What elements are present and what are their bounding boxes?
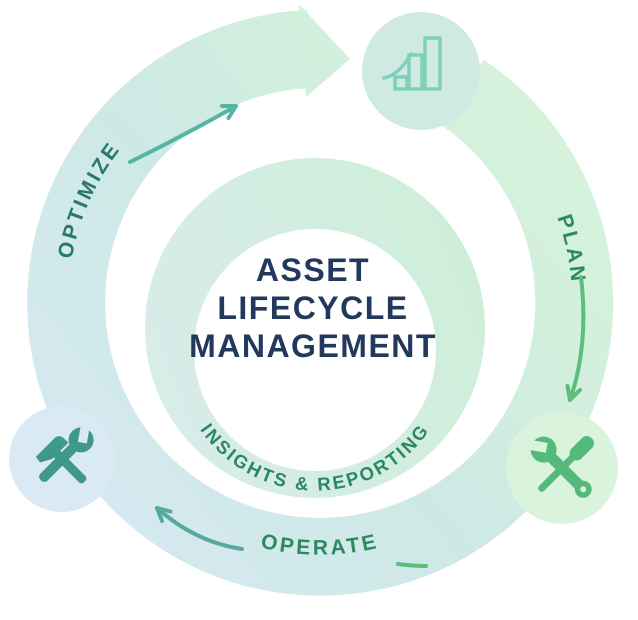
outer-cycle-ring bbox=[27, 4, 614, 596]
center-title: ASSET LIFECYCLE MANAGEMENT bbox=[189, 252, 437, 364]
arrow-operate-to-optimize bbox=[155, 506, 428, 568]
arrow-optimize-to-plan bbox=[128, 104, 238, 164]
hammer-wrench-icon bbox=[35, 419, 94, 484]
center-hub bbox=[194, 229, 436, 471]
title-line-1: ASSET bbox=[256, 252, 370, 288]
bar-chart-icon bbox=[382, 36, 442, 91]
arrow-plan-to-operate bbox=[565, 275, 586, 402]
title-line-2: LIFECYCLE bbox=[217, 290, 408, 326]
title-line-3: MANAGEMENT bbox=[189, 328, 437, 364]
wrench-screwdriver-icon bbox=[522, 436, 594, 498]
ring-arrowhead bbox=[299, 4, 350, 97]
